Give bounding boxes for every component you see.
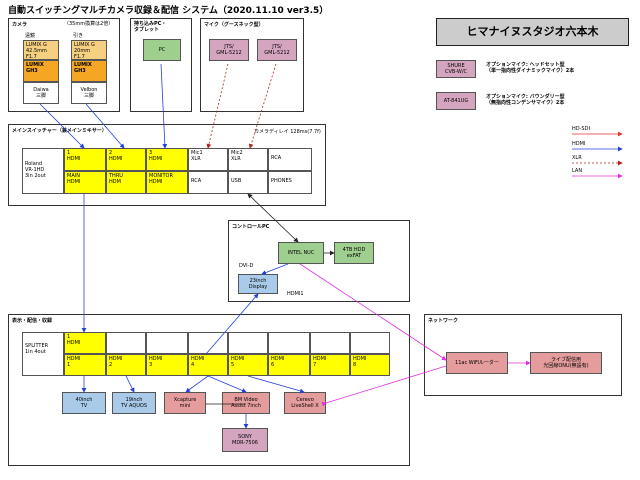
cam1-position: 遠鏡 bbox=[25, 33, 36, 39]
cam1-lens: LUMIX G 42.5mm F1.7 bbox=[23, 40, 59, 60]
cam2-support: Velbon 三脚 bbox=[71, 82, 107, 104]
splitter-out-4: HDMI 4 bbox=[188, 354, 228, 376]
splitter-out-7: HDMI 7 bbox=[310, 354, 350, 376]
splitter-out-8: HDMI 8 bbox=[350, 354, 390, 376]
control-hdmi1: HDMI1 bbox=[287, 291, 304, 297]
option-at841-desc: オプションマイク: バウンダリー型 （無指向性コンデンサマイク）2本 bbox=[486, 94, 565, 106]
switcher-delay: カメラディレイ 128ms(7.7f) bbox=[254, 129, 321, 135]
wire-usb-nuc bbox=[247, 193, 299, 243]
splitter-device: SPLITTER 1in 4out bbox=[22, 332, 64, 376]
sw-rca-out: RCA bbox=[188, 171, 228, 194]
wire-cam1-hdmi bbox=[39, 103, 85, 149]
switcher-label: メインスイッチャー（兼メインミキサー） bbox=[12, 128, 107, 134]
wire-out4-display bbox=[205, 293, 259, 355]
sw-rca-in: RCA bbox=[268, 148, 312, 171]
wire-out4-bm bbox=[207, 375, 247, 393]
mic2-box: JTS/ GML-5212 bbox=[257, 39, 297, 61]
intel-nuc: INTEL NUC bbox=[278, 242, 324, 264]
splitter-blank-1 bbox=[106, 332, 146, 354]
cam2-position: 引き bbox=[73, 33, 84, 39]
wifi-router: 11ac WiFiルーター bbox=[446, 352, 508, 374]
wire-out2-tv19 bbox=[125, 375, 135, 393]
wire-nuc-router bbox=[299, 263, 447, 361]
xcapture-mini: Xcapture mini bbox=[164, 392, 206, 414]
sw-in-2: 2 HDMI bbox=[106, 148, 146, 171]
wire-cerevo-router bbox=[321, 365, 447, 407]
sw-out-monitor: MONITOR HDMI bbox=[146, 171, 188, 194]
cam2-body: LUMIX GH3 bbox=[71, 60, 107, 82]
network-label: ネットワーク bbox=[428, 318, 459, 324]
switcher-device: Roland VR-1HD 3in 2out bbox=[22, 148, 64, 194]
camera-note: （35mm換算は2倍） bbox=[64, 21, 114, 27]
pc-box: PC bbox=[143, 39, 181, 61]
pc-group-label: 持ち込みPC・ タブレット bbox=[134, 21, 167, 33]
sw-mic2: Mic2 XLR bbox=[228, 148, 268, 171]
sw-usb: USB bbox=[228, 171, 268, 194]
mic-group-label: マイク（グースネック型） bbox=[204, 22, 264, 28]
mic-group: マイク（グースネック型） JTS/ GML-5212 JTS/ GML-5212 bbox=[200, 18, 304, 112]
splitter-input: 1 HDMI bbox=[64, 332, 106, 354]
sw-out-main: MAIN HDMI bbox=[64, 171, 106, 194]
legend-xlr: XLR bbox=[572, 155, 582, 161]
distribution-label: 表示・配信・収録 bbox=[12, 318, 53, 324]
cam1-body: LUMIX GH3 bbox=[23, 60, 59, 82]
onu-box: ライブ配信用 光回線ONU(無設有) bbox=[530, 352, 602, 374]
cam2-lens: LUMIX G 20mm F1.7 bbox=[71, 40, 107, 60]
studio-name: ヒマナイヌスタジオ六本木 bbox=[436, 18, 629, 46]
wire-out5-cerevo bbox=[247, 375, 305, 394]
wire-mic2-xlr bbox=[248, 63, 277, 149]
option-shure: SHURE CVB-W/C bbox=[436, 60, 476, 78]
camera-group: カメラ （35mm換算は2倍） 遠鏡 引き LUMIX G 42.5mm F1.… bbox=[8, 18, 120, 112]
splitter-blank-6 bbox=[310, 332, 350, 354]
camera-group-label: カメラ bbox=[12, 22, 28, 28]
wire-cam2-hdmi bbox=[85, 103, 125, 149]
splitter-out-3: HDMI 3 bbox=[146, 354, 188, 376]
legend-hdsdi: HD-SDI bbox=[572, 126, 590, 132]
option-shure-desc: オプションマイク: ヘッドセット型 （単一指向性ダイナミックマイク）2本 bbox=[486, 62, 575, 74]
wire-out4-xcapture bbox=[185, 375, 209, 393]
splitter-blank-5 bbox=[268, 332, 310, 354]
page-title: 自動スイッチングマルチカメラ収録＆配信 システム（2020.11.10 ver3… bbox=[8, 6, 329, 16]
splitter-out-1: HDMI 1 bbox=[64, 354, 106, 376]
mic1-box: JTS/ GML-5212 bbox=[209, 39, 249, 61]
sw-in-1: 1 HDMI bbox=[64, 148, 106, 171]
splitter-blank-2 bbox=[146, 332, 188, 354]
splitter-out-6: HDMI 6 bbox=[268, 354, 310, 376]
cerevo-liveshell: Cerevo LiveShell X bbox=[284, 392, 326, 414]
splitter-blank-3 bbox=[188, 332, 228, 354]
sw-out-thru: THRU HDM bbox=[106, 171, 146, 194]
splitter-blank-7 bbox=[350, 332, 390, 354]
splitter-blank-4 bbox=[228, 332, 268, 354]
wire-nuc-display bbox=[261, 263, 289, 275]
display-23: 23inch Display bbox=[238, 274, 278, 294]
wire-mic1-xlr bbox=[206, 63, 229, 149]
splitter-out-2: HDMI 2 bbox=[106, 354, 146, 376]
control-dvi: DVI-D bbox=[239, 263, 254, 269]
cam1-support: Daiwa 三脚 bbox=[23, 82, 59, 104]
legend-lan: LAN bbox=[572, 168, 583, 174]
splitter-out-5: HDMI 5 bbox=[228, 354, 268, 376]
legend-hdmi: HDMI bbox=[572, 141, 586, 147]
wire-pc-hdmi bbox=[160, 63, 168, 149]
option-at841: AT-841UG bbox=[436, 92, 476, 110]
